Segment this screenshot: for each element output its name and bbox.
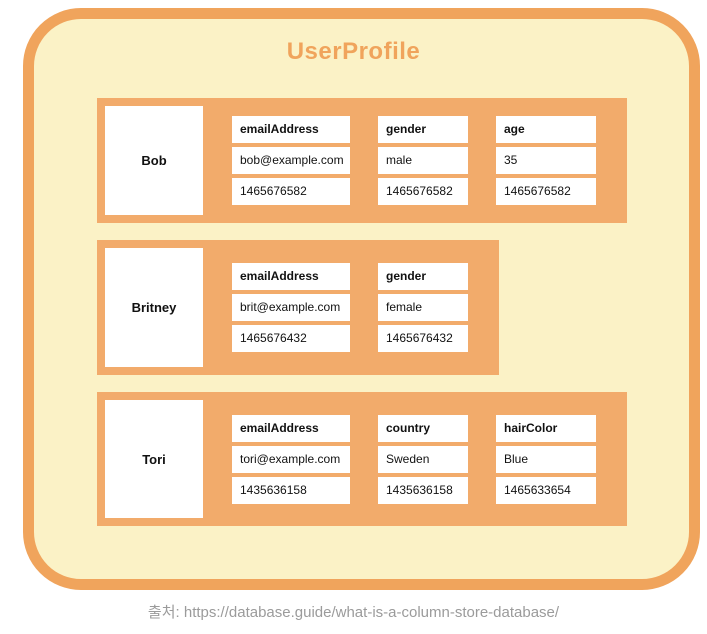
column-value-cell: Sweden — [378, 445, 468, 473]
column-emailAddress: emailAddress bob@example.com 1465676582 — [232, 116, 350, 205]
column-value-cell: female — [378, 294, 468, 321]
column-value-cell: tori@example.com — [232, 445, 350, 473]
rows-container: Bob emailAddress bob@example.com 1465676582… — [97, 98, 627, 526]
column-header-cell: country — [378, 414, 468, 442]
diagram-title: UserProfile — [286, 38, 421, 65]
column-header-cell: age — [496, 116, 596, 143]
column-value-cell: bob@example.com — [232, 147, 350, 174]
column-value-cell: brit@example.com — [232, 294, 350, 321]
column-value-cell: male — [378, 147, 468, 174]
column-header-cell: hairColor — [496, 414, 596, 442]
column-timestamp-cell: 1465676432 — [232, 325, 350, 352]
table-row-bob: Bob emailAddress bob@example.com 1465676582… — [97, 98, 627, 223]
column-gender: gender female 1465676432 — [378, 263, 468, 352]
column-timestamp-cell: 1465633654 — [496, 476, 596, 504]
column-timestamp-cell: 1465676432 — [378, 325, 468, 352]
column-timestamp-cell: 1435636158 — [378, 476, 468, 504]
row-name-box: Britney — [105, 248, 203, 367]
table-row-britney: Britney emailAddress brit@example.com 14656… — [97, 240, 499, 375]
column-timestamp-cell: 1465676582 — [232, 178, 350, 205]
column-value-cell: Blue — [496, 445, 596, 473]
table-row-tori: Tori emailAddress tori@example.com 14356361… — [97, 392, 627, 526]
column-emailAddress: emailAddress brit@example.com 1465676432 — [232, 263, 350, 352]
column-timestamp-cell: 1435636158 — [232, 476, 350, 504]
column-header-cell: gender — [378, 116, 468, 143]
column-gender: gender male 1465676582 — [378, 116, 468, 205]
column-timestamp-cell: 1465676582 — [496, 178, 596, 205]
source-caption: 출처: https://database.guide/what-is-a-col… — [147, 604, 560, 621]
column-timestamp-cell: 1465676582 — [378, 178, 468, 205]
column-header-cell: emailAddress — [232, 414, 350, 442]
row-name-box: Tori — [105, 400, 203, 518]
row-name-box: Bob — [105, 106, 203, 215]
column-header-cell: emailAddress — [232, 263, 350, 290]
column-header-cell: gender — [378, 263, 468, 290]
column-header-cell: emailAddress — [232, 116, 350, 143]
column-age: age 35 1465676582 — [496, 116, 596, 205]
column-value-cell: 35 — [496, 147, 596, 174]
column-emailAddress: emailAddress tori@example.com 1435636158 — [232, 414, 350, 504]
